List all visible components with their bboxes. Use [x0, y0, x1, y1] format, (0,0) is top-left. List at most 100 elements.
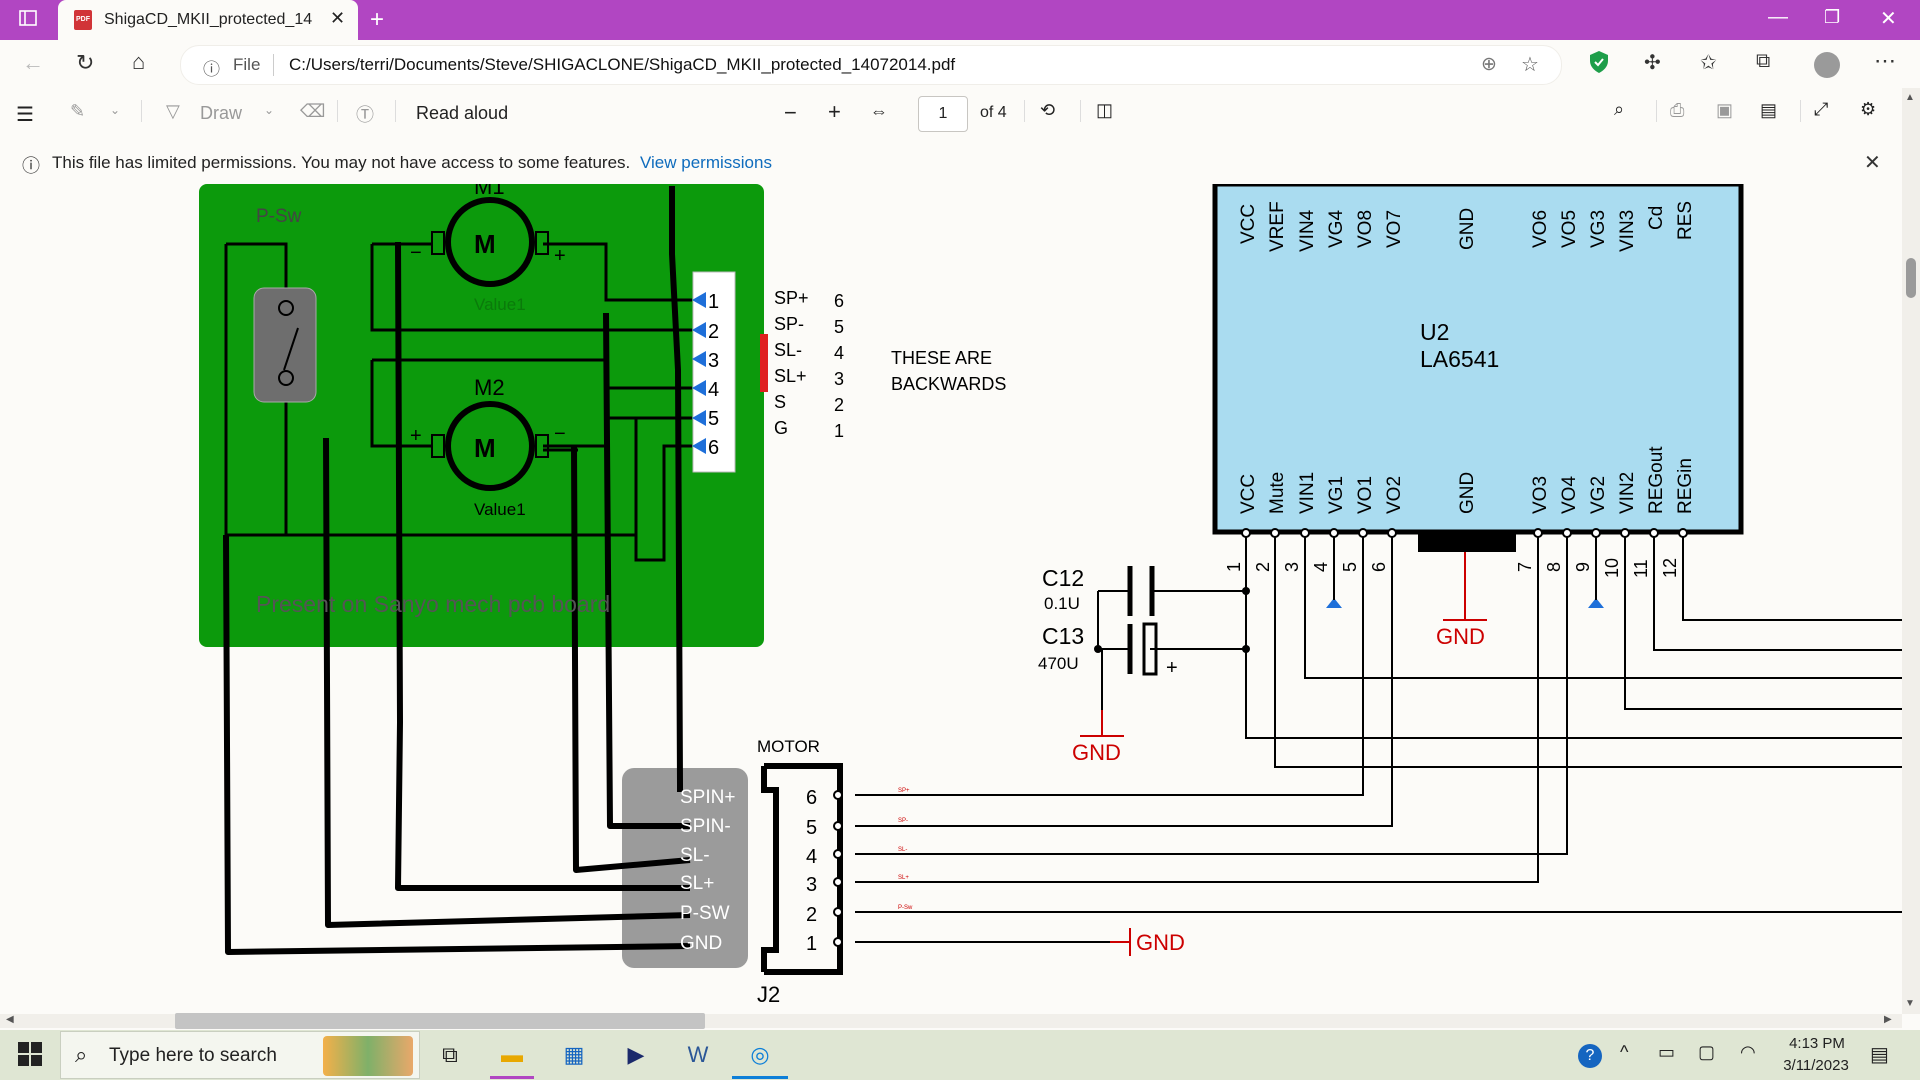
close-window-icon[interactable]: ✕ — [1880, 8, 1897, 30]
file-explorer-icon[interactable]: ▬ — [501, 1042, 523, 1067]
clock-date[interactable]: 3/11/2023 — [1783, 1057, 1849, 1074]
page-number-input[interactable]: 1 — [918, 96, 968, 132]
divider — [273, 54, 274, 76]
visual-studio-icon[interactable]: ▶ — [627, 1042, 645, 1067]
svg-text:3: 3 — [708, 350, 719, 372]
svg-text:1: 1 — [1224, 562, 1244, 572]
add-favorite-icon[interactable]: ☆ — [1521, 54, 1539, 76]
draw-dropdown-icon[interactable]: ⌄ — [264, 103, 275, 117]
favorites-icon[interactable]: ✩ — [1700, 52, 1717, 74]
svg-text:3: 3 — [834, 369, 844, 389]
task-view-icon[interactable]: ⧉ — [442, 1042, 458, 1067]
svg-text:SPIN-: SPIN- — [680, 816, 731, 837]
draw-button[interactable]: Draw — [200, 103, 243, 123]
info-icon[interactable]: ⓘ — [203, 60, 220, 79]
new-tab-icon[interactable]: + — [370, 6, 385, 33]
svg-text:GND: GND — [680, 933, 722, 954]
collections-icon[interactable]: ⧉ — [1756, 50, 1771, 72]
svg-text:GND: GND — [1457, 472, 1478, 514]
minimize-icon[interactable]: — — [1768, 6, 1788, 28]
highlight-icon[interactable]: ✎ — [70, 101, 86, 121]
svg-text:2: 2 — [834, 395, 844, 415]
scroll-down-icon[interactable]: ▼ — [1905, 998, 1915, 1009]
scroll-up-icon[interactable]: ▲ — [1905, 92, 1915, 103]
home-icon[interactable]: ⌂ — [132, 49, 146, 74]
svg-text:VO6: VO6 — [1530, 210, 1551, 248]
fullscreen-icon[interactable]: ⤢ — [1814, 99, 1829, 119]
refresh-icon[interactable]: ↻ — [76, 50, 95, 75]
svg-text:VO3: VO3 — [1530, 476, 1551, 514]
contents-icon[interactable]: ☰ — [16, 104, 34, 126]
gnd-label-cap: GND — [1072, 740, 1121, 765]
ic-top-pin-labels: VCC VREF VIN4 VG4 VO8 VO7 GND VO6 VO5 VG… — [1238, 201, 1696, 252]
scroll-left-icon[interactable]: ◀ — [6, 1014, 14, 1025]
wifi-icon[interactable]: ◠ — [1740, 1042, 1756, 1062]
notifications-icon[interactable]: ▤ — [1870, 1044, 1889, 1066]
taskbar-search[interactable]: ⌕ Type here to search — [60, 1031, 420, 1079]
print-icon[interactable]: ⎙ — [1670, 100, 1685, 120]
pcb-note: Present on Sanyo mech pcb board — [256, 591, 610, 617]
psw-label: P-Sw — [256, 206, 302, 227]
vertical-scroll-thumb[interactable] — [1906, 258, 1916, 298]
scroll-right-icon[interactable]: ▶ — [1884, 1014, 1892, 1025]
extensions-icon[interactable]: ✣ — [1644, 52, 1661, 74]
display-icon[interactable]: ▢ — [1698, 1042, 1716, 1062]
tab-close-icon[interactable]: ✕ — [330, 8, 346, 28]
svg-text:VO1: VO1 — [1355, 476, 1376, 514]
divider — [395, 100, 396, 122]
highlight-dropdown-icon[interactable]: ⌄ — [110, 103, 121, 117]
svg-text:VCC: VCC — [1238, 474, 1259, 514]
info-icon: ⓘ — [22, 156, 40, 176]
settings-gear-icon[interactable]: ⚙ — [1860, 99, 1877, 119]
divider — [337, 100, 338, 122]
page-view-icon[interactable]: ◫ — [1096, 100, 1114, 120]
pdf-page-viewport[interactable]: − + + − — [0, 184, 1902, 1014]
svg-text:G: G — [774, 418, 788, 438]
save-as-icon[interactable]: ▤ — [1760, 100, 1778, 120]
clock-time[interactable]: 4:13 PM — [1789, 1035, 1845, 1052]
draw-icon[interactable]: ▽ — [166, 101, 180, 121]
zoom-icon[interactable]: ⊕ — [1481, 54, 1497, 75]
address-bar[interactable]: ⓘ File C:/Users/terri/Documents/Steve/SH… — [180, 45, 1562, 85]
word-icon[interactable]: W — [687, 1042, 709, 1067]
vertical-scrollbar[interactable] — [1902, 88, 1920, 1014]
browser-tab[interactable]: PDF ShigaCD_MKII_protected_14072014.pdf … — [58, 0, 358, 40]
horizontal-scroll-thumb[interactable] — [175, 1013, 705, 1029]
rotate-icon[interactable]: ⟲ — [1040, 100, 1056, 120]
view-permissions-link[interactable]: View permissions — [640, 153, 772, 172]
edge-icon[interactable]: ◎ — [750, 1042, 770, 1067]
svg-text:5: 5 — [806, 817, 817, 839]
zoom-in-icon[interactable]: + — [828, 99, 841, 124]
restore-icon[interactable]: ❐ — [1824, 7, 1841, 27]
divider — [1080, 100, 1081, 122]
svg-text:VIN3: VIN3 — [1617, 210, 1638, 252]
eraser-icon[interactable]: ⌫ — [300, 101, 326, 121]
show-hidden-icons[interactable]: ^ — [1620, 1042, 1629, 1062]
back-icon[interactable]: ← — [22, 50, 44, 75]
battery-icon[interactable]: ▭ — [1658, 1042, 1676, 1062]
read-aloud-button[interactable]: Read aloud — [416, 103, 509, 123]
ic-part: LA6541 — [1420, 346, 1499, 372]
close-infobar-icon[interactable]: ✕ — [1864, 152, 1881, 174]
more-menu-icon[interactable]: ⋯ — [1874, 48, 1896, 73]
fit-width-icon[interactable]: ⇔ — [870, 101, 888, 121]
svg-text:12: 12 — [1660, 558, 1680, 578]
save-icon[interactable]: ▣ — [1716, 100, 1734, 120]
connector-pin-numbers: 65 43 21 — [806, 787, 817, 955]
motor-m1: − + — [410, 197, 566, 287]
connector-ref: J2 — [757, 982, 780, 1007]
find-icon[interactable]: ⌕ — [1614, 99, 1625, 119]
store-icon[interactable]: ▦ — [563, 1042, 585, 1067]
ic-ref: U2 — [1420, 319, 1449, 345]
zoom-out-icon[interactable]: − — [784, 100, 797, 125]
url-text[interactable]: C:/Users/terri/Documents/Steve/SHIGACLON… — [289, 55, 956, 74]
profile-avatar[interactable] — [1814, 52, 1840, 78]
text-icon[interactable]: Ⓣ — [356, 105, 374, 125]
svg-text:+: + — [554, 245, 566, 267]
help-icon[interactable]: ? — [1578, 1044, 1602, 1068]
shield-icon[interactable] — [1588, 50, 1610, 79]
motor1-label: M1 — [474, 184, 505, 199]
windows-start-icon[interactable] — [18, 1042, 42, 1071]
tab-actions-icon[interactable] — [18, 8, 38, 34]
